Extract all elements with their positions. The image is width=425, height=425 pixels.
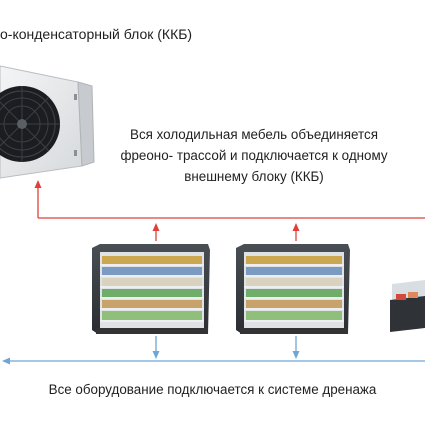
- description-text: Вся холодильная мебель объединяется фрео…: [104, 124, 404, 187]
- condensing-unit: [0, 65, 95, 179]
- refrigerated-display-case: [92, 244, 210, 334]
- refrigerated-counter: [390, 280, 425, 332]
- arrow-up-icon: [292, 223, 300, 231]
- drainage-caption: Все оборудование подключается к системе …: [48, 382, 377, 397]
- arrow-down-icon: [152, 351, 160, 359]
- arrow-down-icon: [292, 351, 300, 359]
- drain-line: [8, 336, 425, 362]
- arrow-up-icon: [152, 223, 160, 231]
- refrigerant-line: [37, 182, 425, 241]
- arrow-left-icon: [2, 357, 10, 365]
- arrow-up-icon: [34, 180, 42, 188]
- description-line-1: Вся холодильная мебель объединяется: [130, 127, 378, 142]
- description-line-3: внешнему блоку (ККБ): [184, 169, 324, 184]
- refrigerated-display-case: [236, 244, 350, 334]
- condenser-unit-label: о-конденсаторный блок (ККБ): [0, 26, 193, 42]
- description-line-2: фреоно- трассой и подключается к одному: [120, 148, 388, 163]
